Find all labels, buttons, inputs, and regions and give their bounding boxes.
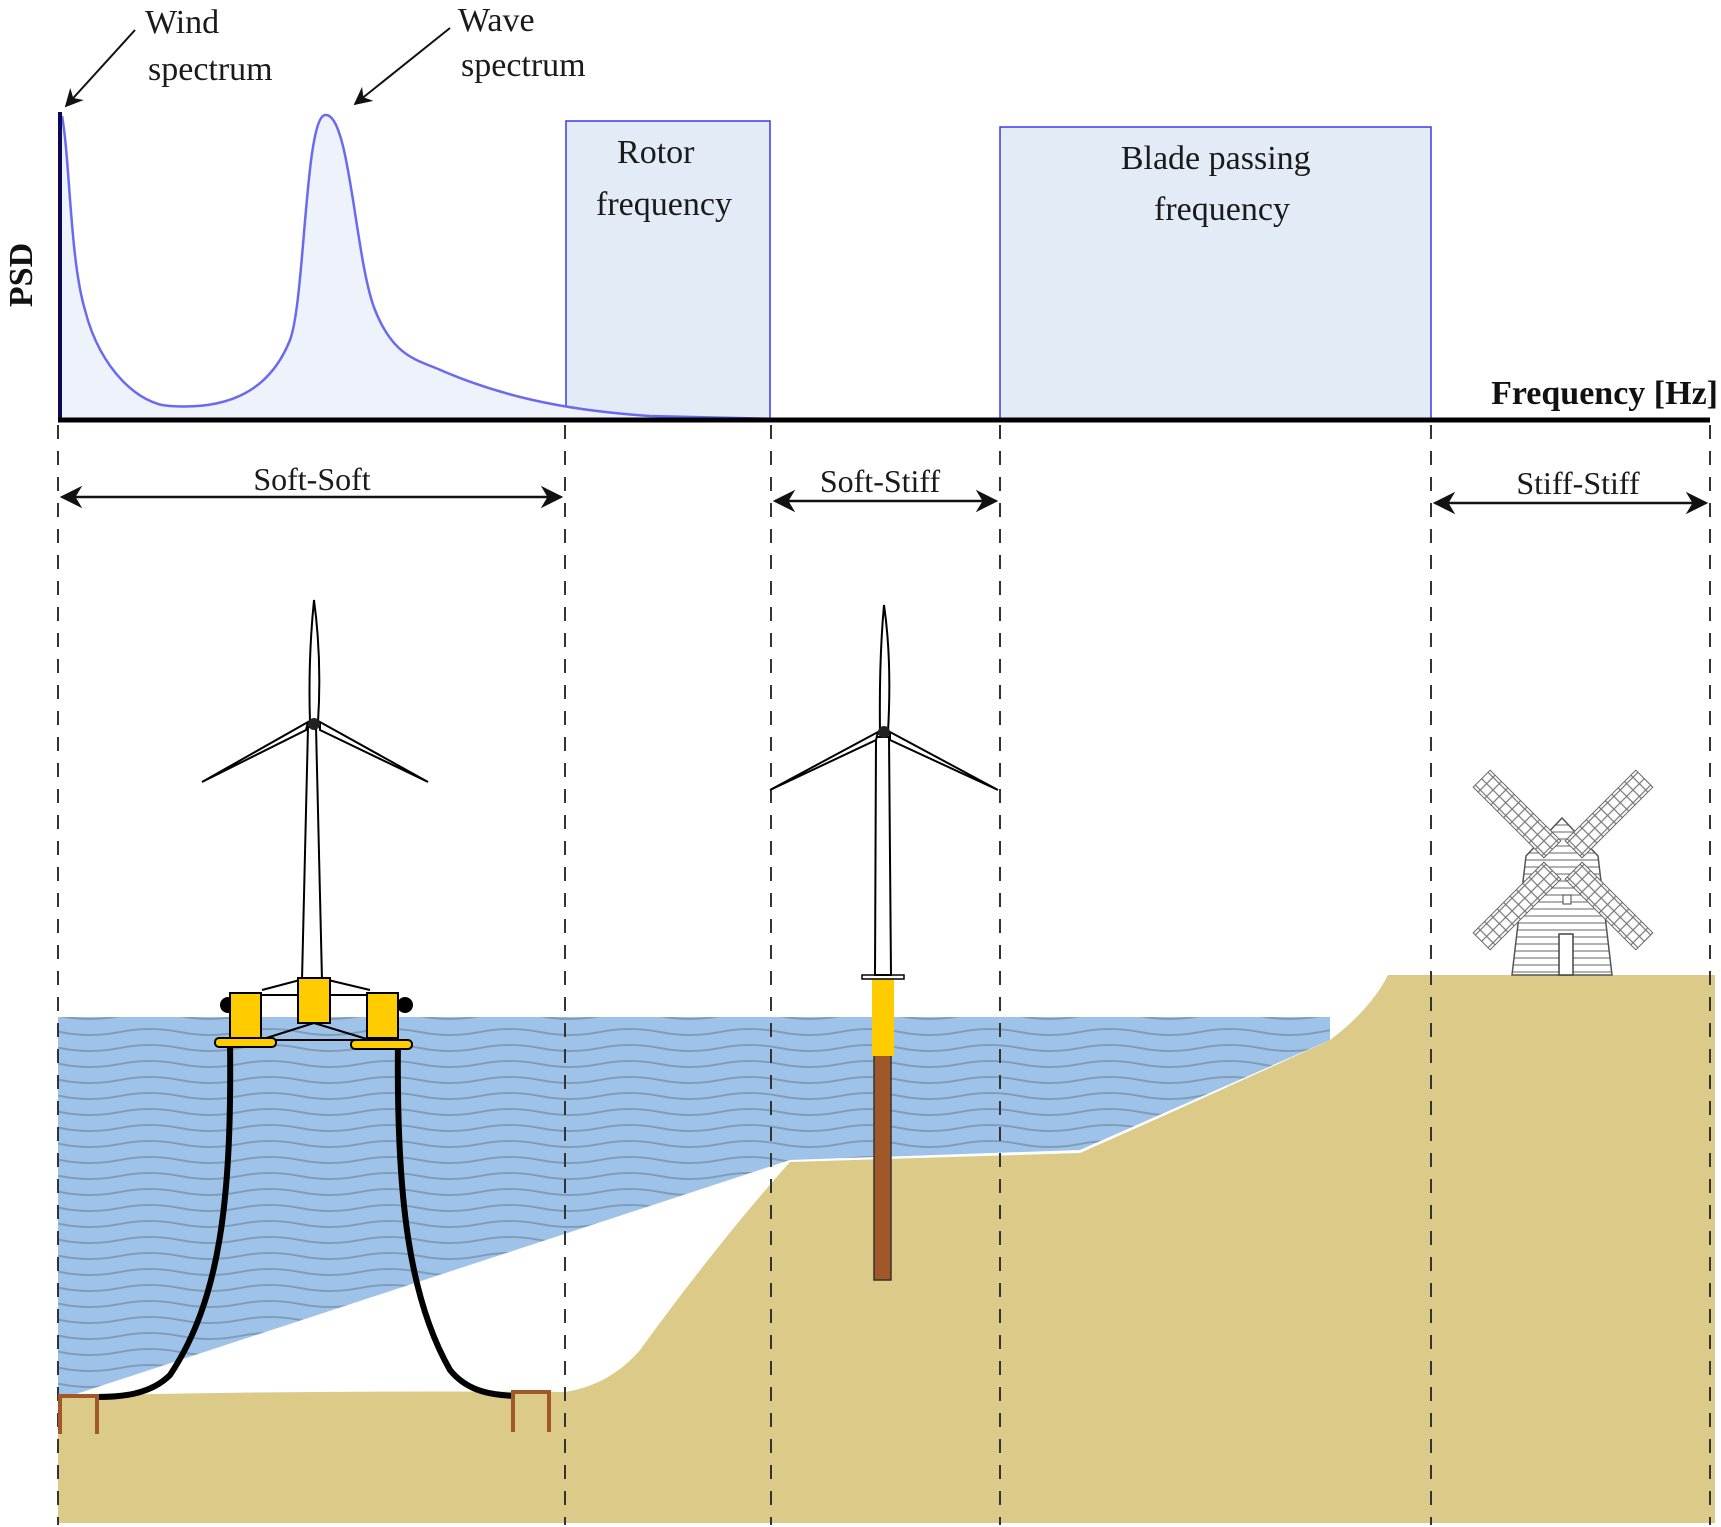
mooring-line-left bbox=[97, 1039, 234, 1400]
anchor-right bbox=[511, 1390, 551, 1432]
hub bbox=[878, 726, 890, 738]
pontoon-left bbox=[214, 1037, 277, 1048]
y-axis-label: PSD bbox=[3, 243, 40, 307]
sail-1 bbox=[1472, 769, 1562, 859]
column-center bbox=[297, 977, 331, 1024]
brace bbox=[261, 979, 301, 991]
brace bbox=[327, 979, 371, 991]
sail-4 bbox=[1472, 861, 1562, 951]
monopile-turbine bbox=[769, 604, 999, 1281]
tower bbox=[873, 736, 893, 976]
windmill-window bbox=[1562, 894, 1572, 905]
blade-right bbox=[889, 730, 999, 791]
wave-spectrum-arrow bbox=[353, 27, 451, 106]
wind-spectrum-label: Wind spectrum bbox=[145, 4, 273, 88]
rotor-frequency-band bbox=[565, 120, 771, 420]
blade-up bbox=[308, 599, 321, 723]
floating-turbine bbox=[58, 599, 551, 1434]
rotor-frequency-label: Rotor frequency bbox=[596, 134, 732, 223]
soft-stiff-label: Soft-Stiff bbox=[820, 463, 941, 499]
spectrum-curve bbox=[60, 113, 781, 421]
psd-chart: PSD Frequency [Hz] Wind spectrum Wave sp… bbox=[3, 2, 1718, 423]
blade-left bbox=[769, 730, 880, 791]
region-arrows: Soft-Soft Soft-Stiff Stiff-Stiff bbox=[59, 461, 1709, 515]
blade-passing-frequency-label: Blade passing frequency bbox=[1121, 140, 1319, 228]
brace bbox=[313, 1022, 371, 1041]
pontoon-right bbox=[350, 1039, 413, 1050]
blade-up bbox=[878, 604, 891, 733]
column-right bbox=[366, 992, 399, 1039]
blade-right bbox=[319, 720, 429, 783]
x-axis-label: Frequency [Hz] bbox=[1491, 375, 1718, 412]
monopile bbox=[873, 1049, 892, 1281]
wave-spectrum-label: Wave spectrum bbox=[458, 2, 586, 84]
windmill-door bbox=[1558, 933, 1574, 976]
mooring-line-right bbox=[394, 1039, 516, 1399]
transition-piece bbox=[872, 978, 894, 1056]
wind-spectrum-arrow bbox=[64, 29, 136, 108]
tower bbox=[300, 726, 324, 981]
windmill bbox=[1472, 769, 1654, 976]
anchor-left bbox=[58, 1394, 99, 1434]
hub bbox=[308, 718, 320, 730]
blade-left bbox=[201, 719, 310, 783]
region-dividers bbox=[57, 425, 1711, 1525]
sail-3 bbox=[1564, 861, 1654, 951]
soft-soft-label: Soft-Soft bbox=[253, 461, 370, 497]
column-left bbox=[229, 992, 262, 1039]
water bbox=[58, 1017, 1330, 1400]
windmill-sails bbox=[1472, 769, 1654, 951]
fairlead-right bbox=[397, 997, 413, 1013]
stiff-stiff-label: Stiff-Stiff bbox=[1516, 465, 1640, 501]
sail-2 bbox=[1564, 769, 1654, 859]
blade-passing-frequency-band bbox=[999, 126, 1432, 420]
